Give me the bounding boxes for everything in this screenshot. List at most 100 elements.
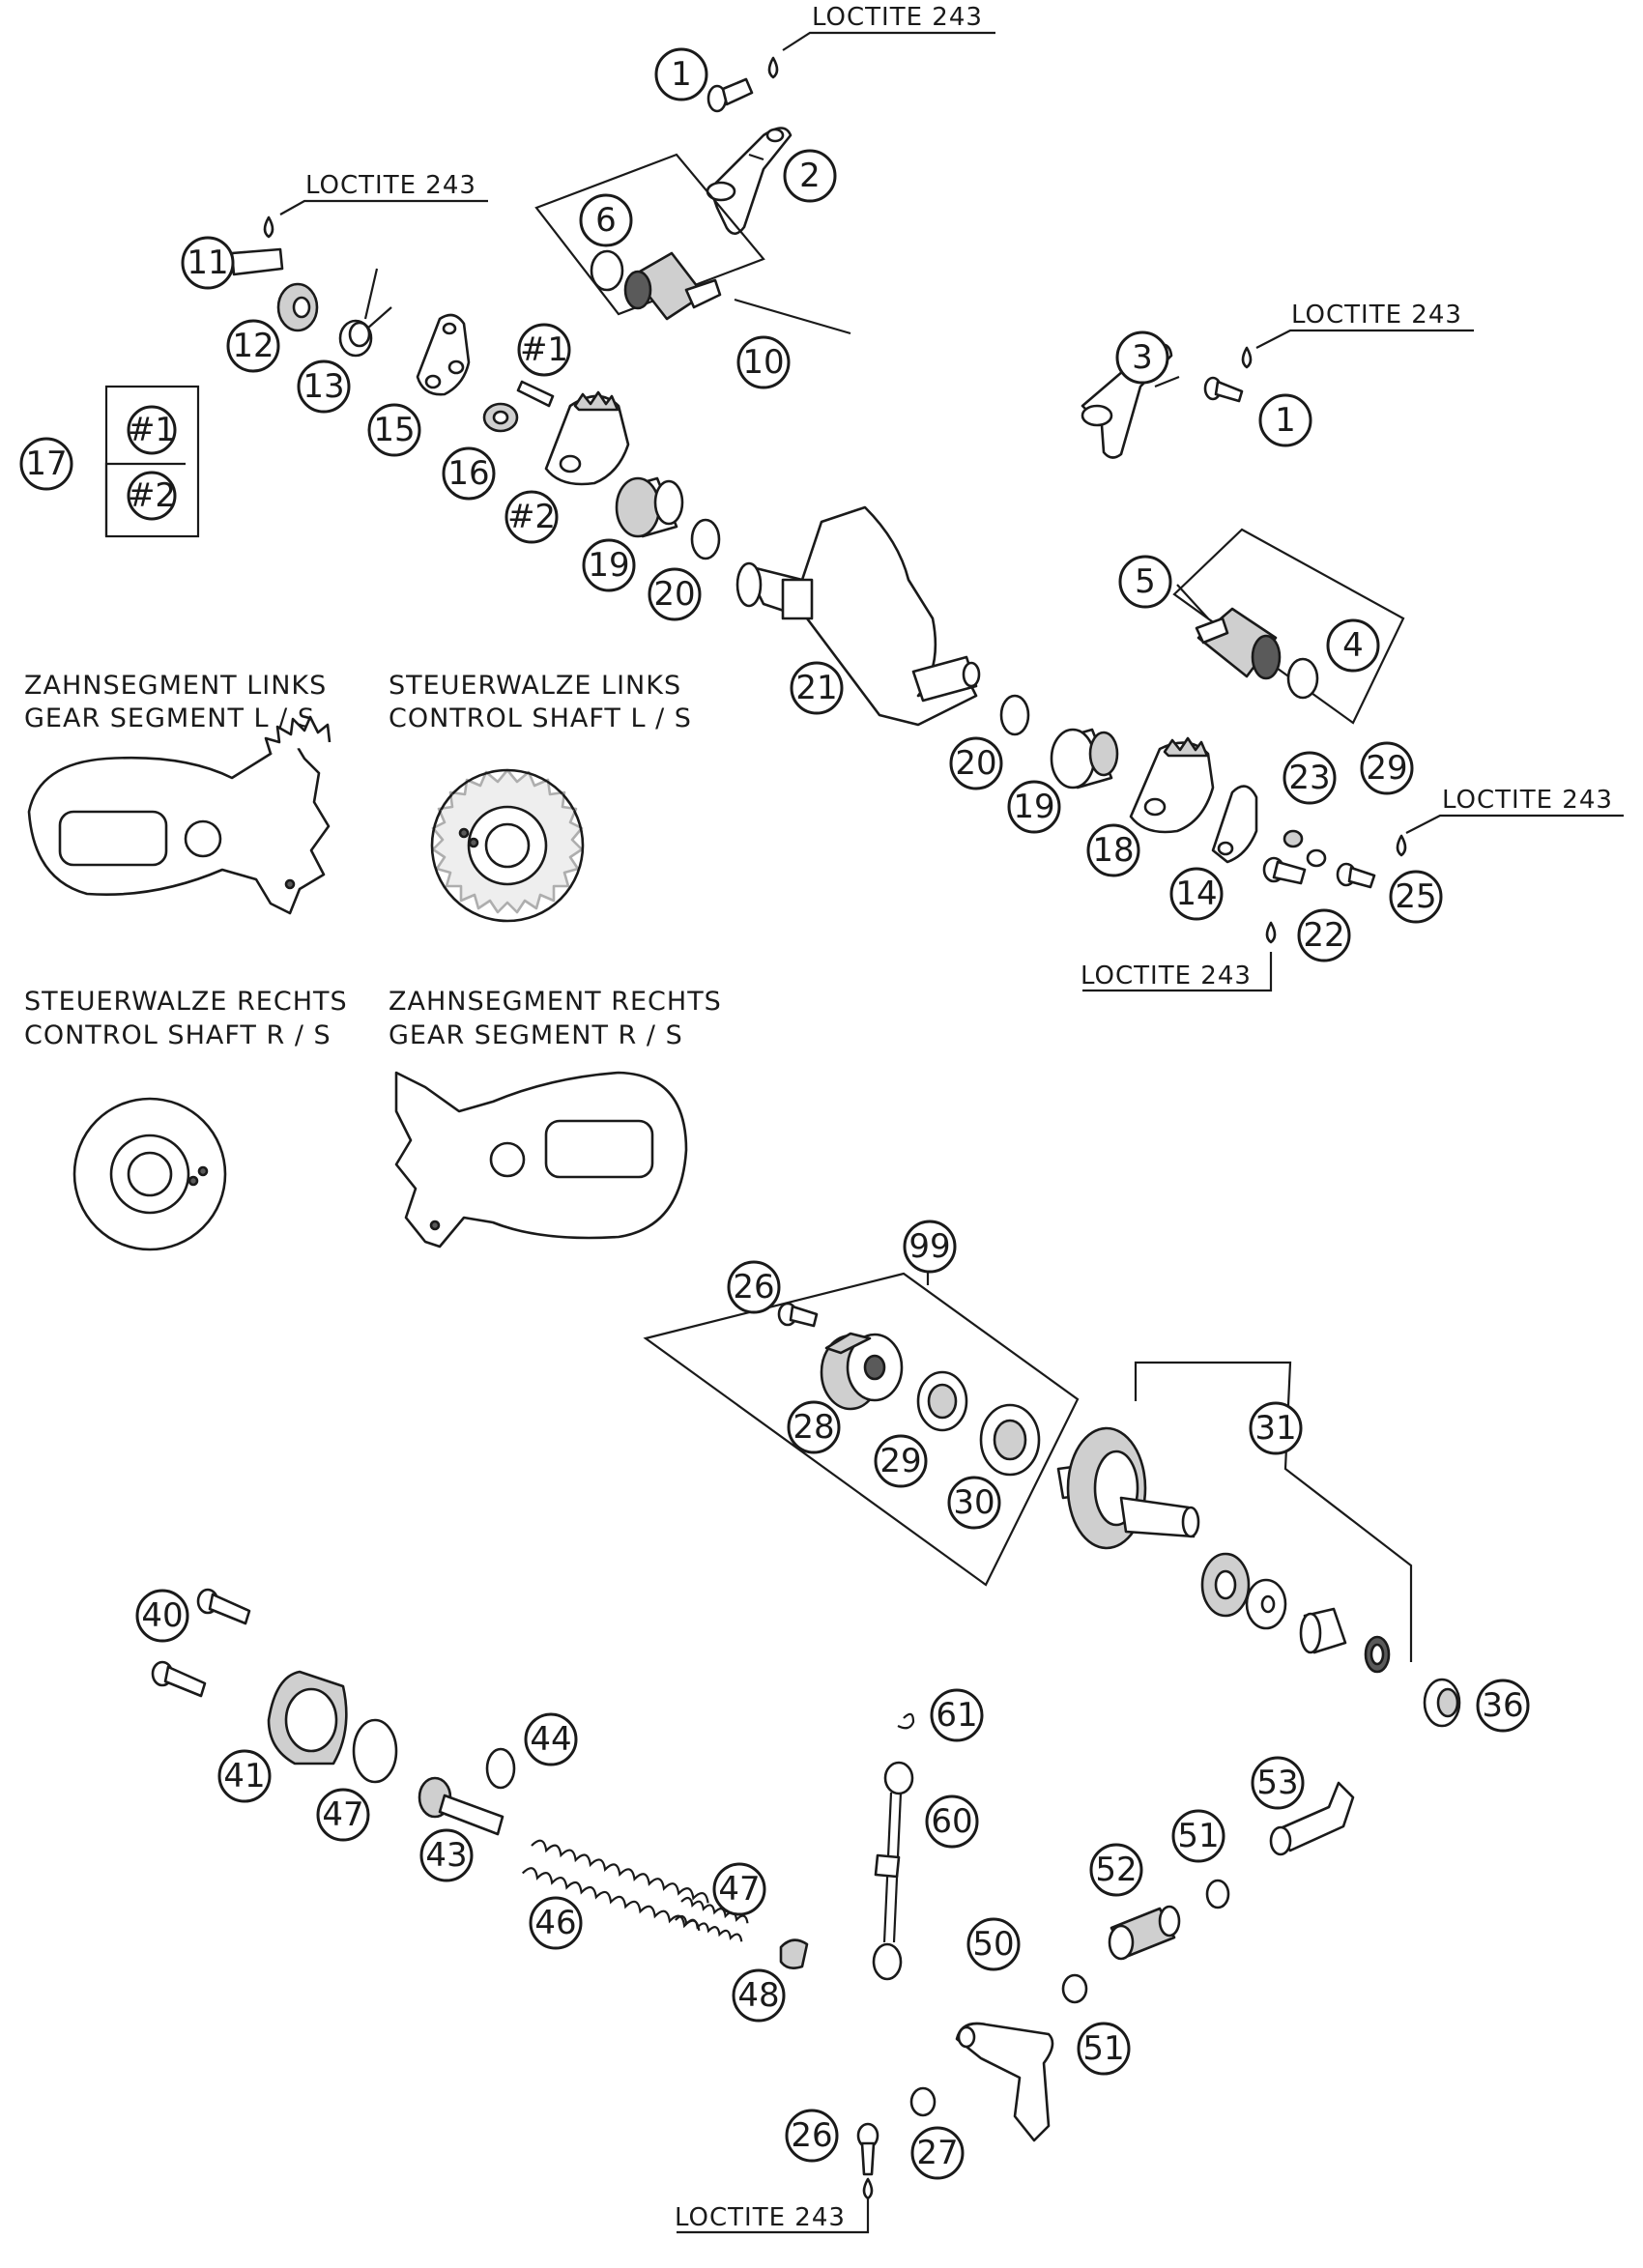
callout-label: 41 bbox=[223, 1757, 265, 1795]
callout-30: 30 bbox=[947, 1476, 1001, 1530]
callout-48: 48 bbox=[732, 1968, 786, 2023]
detail-title-en: GEAR SEGMENT R / S bbox=[389, 1020, 683, 1050]
callout-12: 13 bbox=[297, 359, 351, 414]
callout-label: 12 bbox=[232, 327, 274, 365]
screw-part-40-a bbox=[196, 1588, 251, 1625]
callout-label: #1 bbox=[520, 330, 568, 369]
callout-label: 4 bbox=[1342, 626, 1364, 665]
callout-20: 21 bbox=[790, 661, 844, 715]
callout-16: 17 bbox=[19, 437, 73, 491]
callout-19-right: 20 bbox=[949, 736, 1003, 790]
callout-label: 51 bbox=[1177, 1817, 1219, 1855]
pin-part-1 bbox=[516, 380, 555, 408]
screw-part-1-top bbox=[706, 77, 754, 113]
loctite-label: LOCTITE 243 bbox=[812, 3, 983, 32]
callout-label: 36 bbox=[1482, 1686, 1523, 1725]
circlip-part-31 bbox=[1364, 1635, 1391, 1674]
callout-label: 29 bbox=[879, 1442, 921, 1480]
sleeve-part-31 bbox=[1299, 1607, 1347, 1654]
detail-title-en: CONTROL SHAFT R / S bbox=[24, 1020, 331, 1050]
washer-part-31 bbox=[1245, 1578, 1287, 1630]
screw-part-23 bbox=[1336, 862, 1376, 889]
callout-51-right: 51 bbox=[1171, 1809, 1225, 1863]
callout-label: 18 bbox=[1092, 831, 1134, 870]
gear-segment-part-17 bbox=[1129, 736, 1215, 834]
callout-4-right: 4 bbox=[1326, 618, 1380, 673]
callout-label: 21 bbox=[795, 669, 837, 707]
detail-gear-segment-right: ZAHNSEGMENT RECHTS GEAR SEGMENT R / S bbox=[389, 987, 721, 1249]
loctite-note-top: LOCTITE 243 bbox=[782, 3, 995, 51]
callout-label: #1 bbox=[128, 411, 176, 449]
callout-25-bottom: 26 bbox=[785, 2109, 839, 2163]
callout-label: 50 bbox=[972, 1925, 1014, 1964]
callout-label: 47 bbox=[718, 1870, 760, 1909]
detail-gear-segment-left: ZAHNSEGMENT LINKS GEAR SEGMENT L / S bbox=[24, 671, 331, 915]
kit-box-4-6 bbox=[534, 153, 765, 316]
kit-box-16 bbox=[104, 385, 200, 538]
callout-50: 50 bbox=[966, 1917, 1021, 1971]
callout-label: 19 bbox=[1013, 788, 1054, 826]
callout-23: 25 bbox=[1389, 870, 1443, 924]
spring-part-46 bbox=[521, 1839, 709, 1932]
bearing-part-28 bbox=[916, 1370, 968, 1432]
callout-25-kit: 26 bbox=[727, 1260, 781, 1314]
o-ring-part-44 bbox=[485, 1747, 516, 1790]
lever-part-14 bbox=[416, 313, 471, 396]
callout-label: 17 bbox=[25, 445, 67, 483]
callout-label: 43 bbox=[425, 1836, 467, 1875]
detail-title-en: CONTROL SHAFT L / S bbox=[389, 703, 692, 733]
detail-control-shaft-left: STEUERWALZE LINKS CONTROL SHAFT L / S bbox=[389, 671, 692, 923]
washer-part-51-right bbox=[1205, 1879, 1230, 1909]
loctite-note-bottom: LOCTITE 243 bbox=[675, 2194, 870, 2234]
callout-layer: 1 2 6 10 11 12 13 15 #1 16 #2 17 #1 #2 1… bbox=[19, 47, 1530, 2180]
loctite-label: LOCTITE 243 bbox=[1081, 962, 1252, 990]
washer-part-22 bbox=[1283, 829, 1304, 848]
screw-part-25-kit bbox=[777, 1302, 819, 1328]
callout-27: 28 bbox=[787, 1400, 841, 1454]
rod-part-60 bbox=[872, 1761, 914, 1981]
detail-title-en: GEAR SEGMENT L / S bbox=[24, 703, 315, 733]
callout-label: 46 bbox=[534, 1904, 576, 1942]
lever-part-13 bbox=[1211, 785, 1258, 864]
sleeve-part-52 bbox=[1108, 1905, 1181, 1961]
spring-part-12 bbox=[338, 268, 392, 358]
washer-part-26 bbox=[909, 2086, 937, 2117]
callout-label: 48 bbox=[737, 1976, 779, 2015]
o-ring-part-4-right bbox=[1286, 657, 1319, 700]
callout-label: 16 bbox=[447, 454, 489, 493]
shaft-part-43 bbox=[418, 1776, 504, 1836]
callout-label: 29 bbox=[1366, 749, 1407, 788]
callout-label: 99 bbox=[908, 1227, 950, 1266]
callout-label: 53 bbox=[1256, 1764, 1298, 1802]
spring-part-47 bbox=[675, 1896, 749, 1942]
callout-18-right: 19 bbox=[1007, 780, 1061, 834]
loctite-note-far-right: LOCTITE 243 bbox=[1405, 786, 1624, 834]
callout-51-left: 51 bbox=[1077, 2022, 1131, 2076]
callout-label: 27 bbox=[916, 2134, 958, 2172]
washer-part-15 bbox=[482, 402, 519, 433]
loctite-label: LOCTITE 243 bbox=[305, 171, 476, 200]
screw-part-25-bottom bbox=[856, 2122, 879, 2176]
o-ring-part-45 bbox=[352, 1718, 398, 1784]
clip-part-61 bbox=[897, 1712, 915, 1730]
hub-part-27 bbox=[820, 1332, 904, 1411]
callout-label: 61 bbox=[936, 1696, 977, 1735]
callout-15: 16 bbox=[442, 446, 496, 501]
loctite-label: LOCTITE 243 bbox=[1442, 786, 1613, 815]
callout-pin-1: #1 bbox=[517, 323, 571, 377]
screw-part-21 bbox=[1262, 856, 1307, 885]
callout-46: 46 bbox=[529, 1896, 583, 1950]
callout-17: 18 bbox=[1086, 823, 1140, 877]
callout-47: 47 bbox=[712, 1862, 766, 1916]
loctite-label: LOCTITE 243 bbox=[675, 2203, 846, 2232]
callout-label: 1 bbox=[1275, 401, 1296, 440]
callout-45: 47 bbox=[316, 1788, 370, 1842]
callout-label: 23 bbox=[1288, 759, 1330, 797]
callout-label: 47 bbox=[322, 1795, 363, 1834]
bushing-part-18-left bbox=[615, 476, 684, 538]
callout-label: 19 bbox=[588, 546, 629, 585]
detail-title-de: ZAHNSEGMENT LINKS bbox=[24, 671, 327, 701]
callout-label: 20 bbox=[955, 744, 996, 783]
callout-36: 36 bbox=[1476, 1679, 1530, 1733]
